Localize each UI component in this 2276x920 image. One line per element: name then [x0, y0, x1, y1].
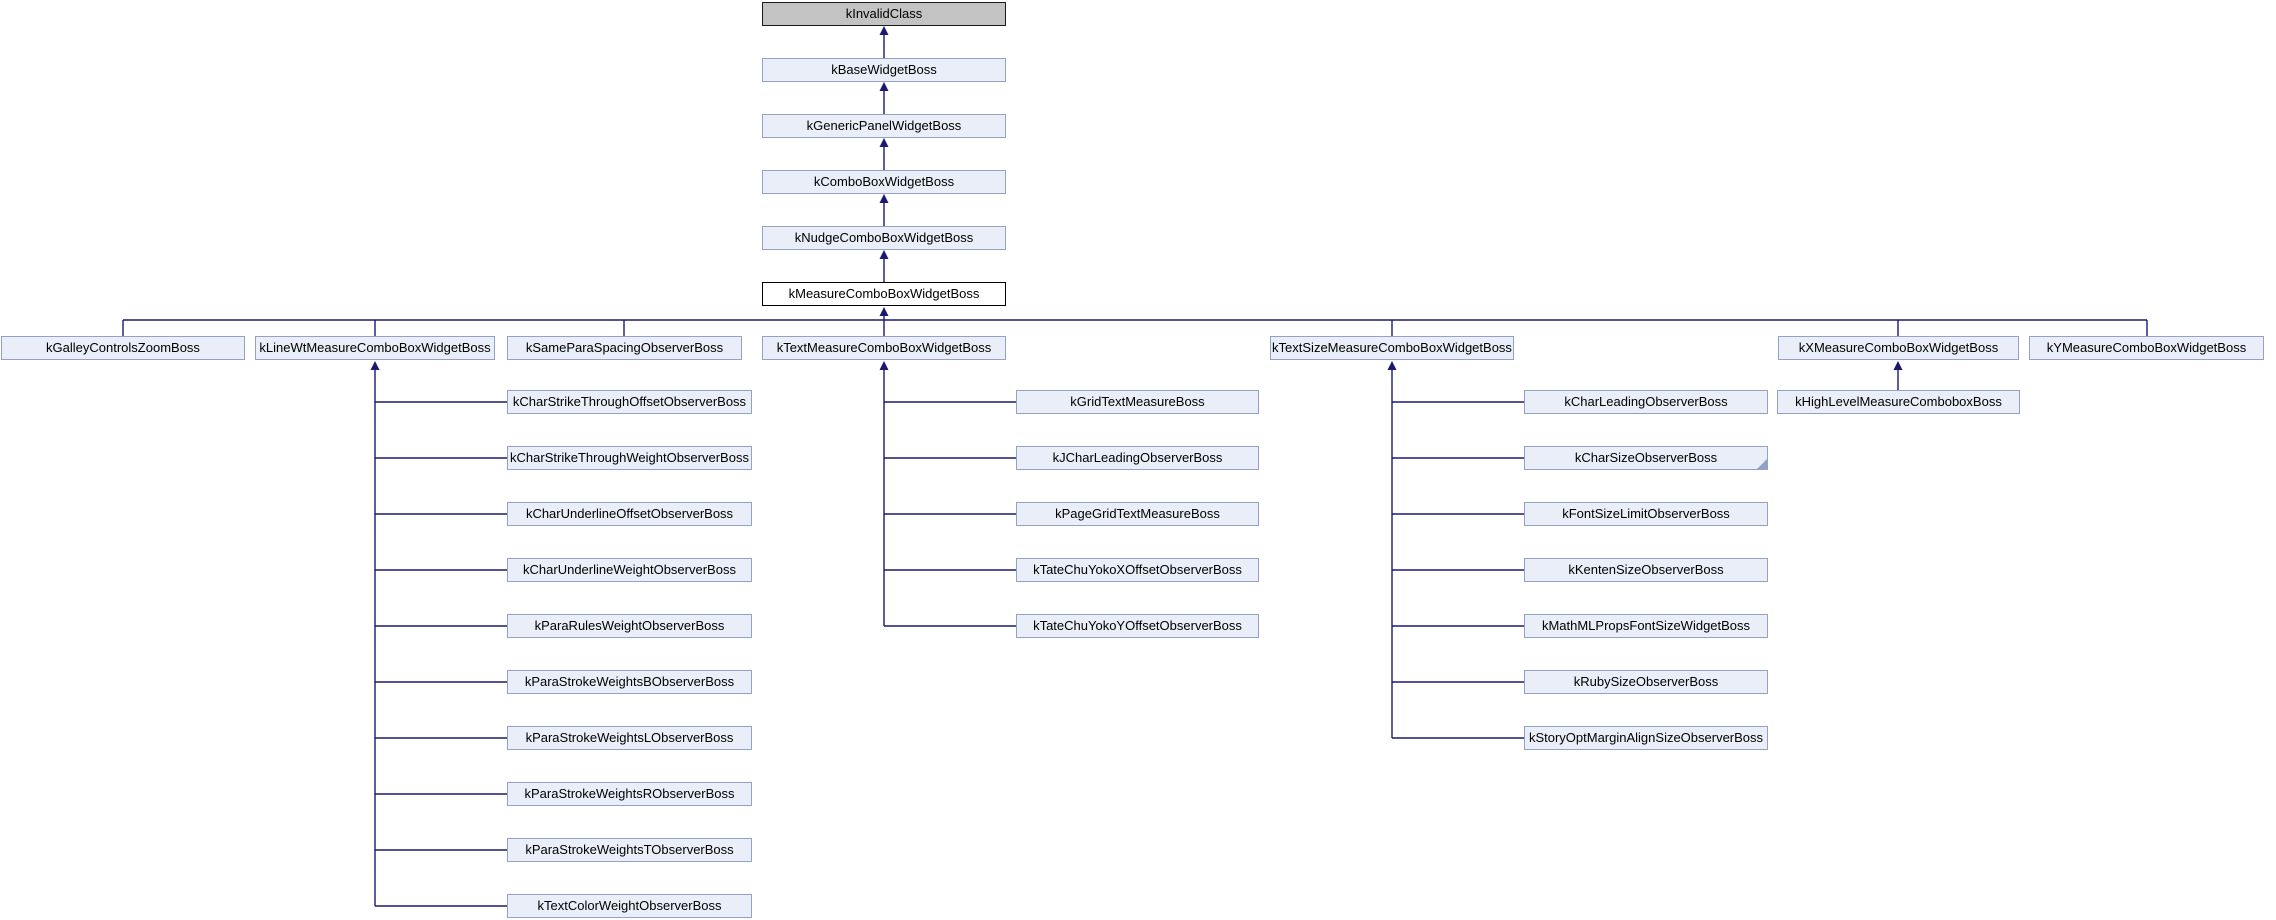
- class-name: kParaStrokeWeightsTObserverBoss: [525, 842, 734, 857]
- class-name: kCharLeadingObserverBoss: [1564, 394, 1728, 409]
- node-ksameparaspacingobserverboss[interactable]: kSameParaSpacingObserverBoss: [507, 336, 742, 360]
- node-kmathmlpropsfontsizewidgetboss[interactable]: kMathMLPropsFontSizeWidgetBoss: [1524, 614, 1768, 638]
- arrow-up: [879, 138, 889, 147]
- class-name: kCharSizeObserverBoss: [1574, 450, 1718, 465]
- node-kcharleadingobserverboss[interactable]: kCharLeadingObserverBoss: [1524, 390, 1768, 414]
- node-kcomboboxwidgetboss[interactable]: kComboBoxWidgetBoss: [762, 170, 1006, 194]
- node-klinewtmeasurecomboboxwidgetboss[interactable]: kLineWtMeasureComboBoxWidgetBoss: [255, 336, 495, 360]
- class-name: kFontSizeLimitObserverBoss: [1562, 506, 1730, 521]
- class-name: kParaStrokeWeightsRObserverBoss: [524, 786, 735, 801]
- arrow-up: [879, 26, 889, 35]
- node-kkentensizeobserverboss[interactable]: kKentenSizeObserverBoss: [1524, 558, 1768, 582]
- node-kparastrokeweightsbobserverboss[interactable]: kParaStrokeWeightsBObserverBoss: [507, 670, 752, 694]
- class-name: kTextSizeMeasureComboBoxWidgetBoss: [1272, 340, 1512, 355]
- node-ktextcolorweightobserverboss[interactable]: kTextColorWeightObserverBoss: [507, 894, 752, 918]
- node-kcharunderlineweightobserverboss[interactable]: kCharUnderlineWeightObserverBoss: [507, 558, 752, 582]
- node-kpararulesweightobserverboss[interactable]: kParaRulesWeightObserverBoss: [507, 614, 752, 638]
- node-kcharstrikethroughoffsetobserverboss[interactable]: kCharStrikeThroughOffsetObserverBoss: [507, 390, 752, 414]
- class-name: kParaRulesWeightObserverBoss: [534, 618, 725, 633]
- class-name: kCharUnderlineWeightObserverBoss: [523, 562, 736, 577]
- class-name: kKentenSizeObserverBoss: [1568, 562, 1724, 577]
- class-name: kCharStrikeThroughOffsetObserverBoss: [512, 394, 747, 409]
- arrow-up: [879, 250, 889, 259]
- node-ktatechuyokoyoffsetobserverboss[interactable]: kTateChuYokoYOffsetObserverBoss: [1016, 614, 1259, 638]
- class-name: kGenericPanelWidgetBoss: [806, 118, 962, 133]
- node-ktatechuyokoxoffsetobserverboss[interactable]: kTateChuYokoXOffsetObserverBoss: [1016, 558, 1259, 582]
- class-name: kYMeasureComboBoxWidgetBoss: [2046, 340, 2247, 355]
- class-name: kXMeasureComboBoxWidgetBoss: [1798, 340, 1999, 355]
- node-ktextsizemeasurecomboboxwidgetboss[interactable]: kTextSizeMeasureComboBoxWidgetBoss: [1270, 336, 1514, 360]
- node-kcharstrikethroughweightobserverboss[interactable]: kCharStrikeThroughWeightObserverBoss: [507, 446, 752, 470]
- node-khighlevelmeasurecomboboxboss[interactable]: kHighLevelMeasureComboboxBoss: [1777, 390, 2020, 414]
- class-name: kPageGridTextMeasureBoss: [1055, 506, 1220, 521]
- class-name: kJCharLeadingObserverBoss: [1052, 450, 1223, 465]
- node-kgridtextmeasureboss[interactable]: kGridTextMeasureBoss: [1016, 390, 1259, 414]
- arrow-up: [1893, 361, 1903, 370]
- node-kparastrokeweightstobserverboss[interactable]: kParaStrokeWeightsTObserverBoss: [507, 838, 752, 862]
- class-name: kGridTextMeasureBoss: [1070, 394, 1205, 409]
- class-name: kBaseWidgetBoss: [831, 62, 937, 77]
- class-name: kInvalidClass: [845, 6, 923, 21]
- class-name: kTextMeasureComboBoxWidgetBoss: [776, 340, 992, 355]
- node-knudgecomboboxwidgetboss[interactable]: kNudgeComboBoxWidgetBoss: [762, 226, 1006, 250]
- class-name: kTextColorWeightObserverBoss: [537, 898, 722, 913]
- class-name: kStoryOptMarginAlignSizeObserverBoss: [1528, 730, 1764, 745]
- arrow-up: [879, 194, 889, 203]
- node-kymeasurecomboboxwidgetboss[interactable]: kYMeasureComboBoxWidgetBoss: [2029, 336, 2264, 360]
- node-kgalleycontrolszoomboss[interactable]: kGalleyControlsZoomBoss: [1, 336, 245, 360]
- class-name: kComboBoxWidgetBoss: [813, 174, 955, 189]
- class-name: kCharStrikeThroughWeightObserverBoss: [510, 450, 749, 465]
- class-name: kTateChuYokoYOffsetObserverBoss: [1033, 618, 1242, 633]
- edge-line: [122, 34, 2148, 907]
- node-kinvalidclass[interactable]: kInvalidClass: [762, 2, 1006, 26]
- class-name: kLineWtMeasureComboBoxWidgetBoss: [259, 340, 491, 355]
- arrow-up: [1387, 361, 1397, 370]
- node-kmeasurecomboboxwidgetboss[interactable]: kMeasureComboBoxWidgetBoss: [762, 282, 1006, 306]
- node-ktextmeasurecomboboxwidgetboss[interactable]: kTextMeasureComboBoxWidgetBoss: [762, 336, 1006, 360]
- node-kparastrokeweightsrobserverboss[interactable]: kParaStrokeWeightsRObserverBoss: [507, 782, 752, 806]
- node-kstoryoptmarginalignsizeobserverboss[interactable]: kStoryOptMarginAlignSizeObserverBoss: [1524, 726, 1768, 750]
- class-name: kMeasureComboBoxWidgetBoss: [788, 286, 980, 301]
- class-name: kCharUnderlineOffsetObserverBoss: [525, 506, 734, 521]
- node-kbasewidgetboss[interactable]: kBaseWidgetBoss: [762, 58, 1006, 82]
- arrow-up: [879, 82, 889, 91]
- class-name: kHighLevelMeasureComboboxBoss: [1795, 394, 2002, 409]
- folded-corner-icon: [1757, 459, 1767, 469]
- node-kgenericpanelwidgetboss[interactable]: kGenericPanelWidgetBoss: [762, 114, 1006, 138]
- arrow-up: [879, 307, 889, 316]
- class-name: kMathMLPropsFontSizeWidgetBoss: [1541, 618, 1751, 633]
- node-kcharunderlineoffsetobserverboss[interactable]: kCharUnderlineOffsetObserverBoss: [507, 502, 752, 526]
- class-name: kParaStrokeWeightsLObserverBoss: [525, 730, 734, 745]
- node-kparastrokeweightslobserverboss[interactable]: kParaStrokeWeightsLObserverBoss: [507, 726, 752, 750]
- class-name: kParaStrokeWeightsBObserverBoss: [524, 674, 735, 689]
- node-kxmeasurecomboboxwidgetboss[interactable]: kXMeasureComboBoxWidgetBoss: [1778, 336, 2019, 360]
- class-name: kGalleyControlsZoomBoss: [46, 340, 200, 355]
- node-kjcharleadingobserverboss[interactable]: kJCharLeadingObserverBoss: [1016, 446, 1259, 470]
- node-kpagegridtextmeasureboss[interactable]: kPageGridTextMeasureBoss: [1016, 502, 1259, 526]
- class-name: kSameParaSpacingObserverBoss: [525, 340, 724, 355]
- node-kfontsizelimitobserverboss[interactable]: kFontSizeLimitObserverBoss: [1524, 502, 1768, 526]
- class-name: kRubySizeObserverBoss: [1573, 674, 1719, 689]
- node-kcharsizeobserverboss[interactable]: kCharSizeObserverBoss: [1524, 446, 1768, 470]
- class-name: kTateChuYokoXOffsetObserverBoss: [1033, 562, 1242, 577]
- arrow-up: [370, 361, 380, 370]
- arrow-up: [879, 361, 889, 370]
- node-krubysizeobserverboss[interactable]: kRubySizeObserverBoss: [1524, 670, 1768, 694]
- class-name: kNudgeComboBoxWidgetBoss: [794, 230, 974, 245]
